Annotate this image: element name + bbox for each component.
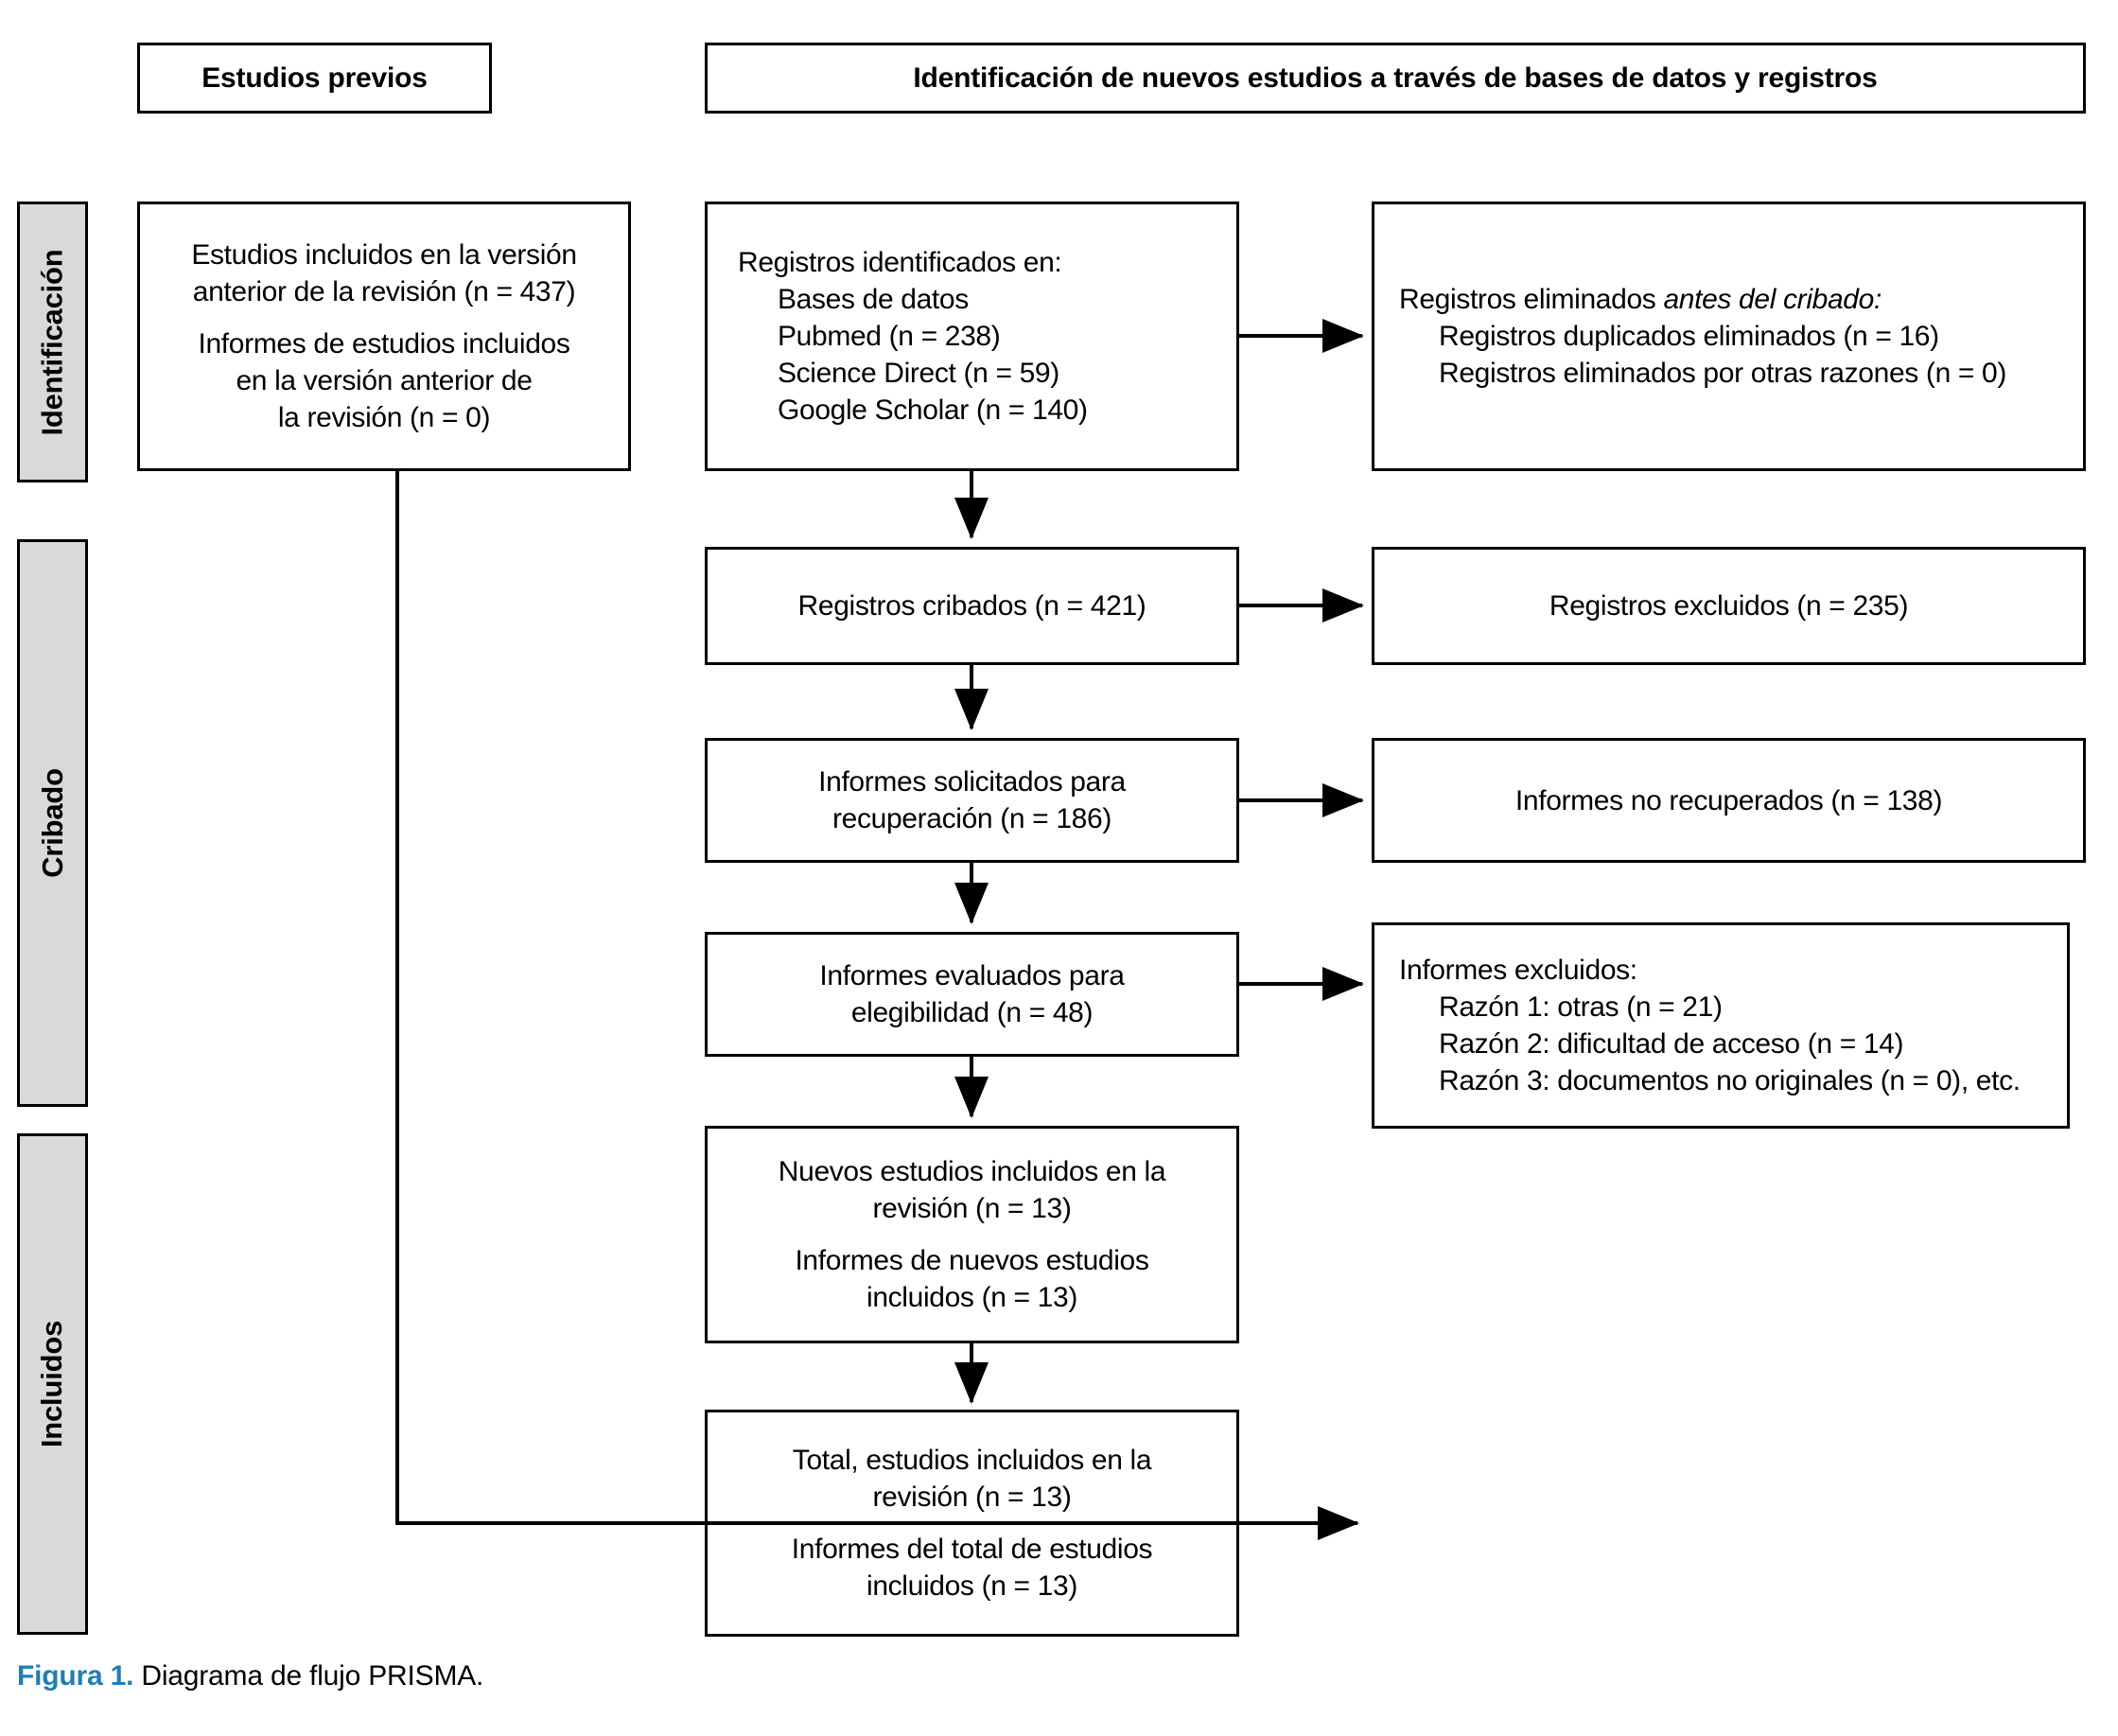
- box-reports-excluded-content: Informes excluidos: Razón 1: otras (n = …: [1374, 946, 2067, 1105]
- reports-assessed-line-1: Informes evaluados para: [819, 960, 1125, 991]
- records-identified-heading: Registros identificados en:: [738, 247, 1062, 278]
- previous-included-line-4: en la versión anterior de: [236, 365, 533, 396]
- records-removed-heading-plain: Registros eliminados: [1399, 284, 1664, 315]
- header-new-identification: Identificación de nuevos estudios a trav…: [705, 43, 2086, 114]
- records-screened-line-1: Registros cribados (n = 421): [797, 590, 1147, 622]
- records-identified-item-3: Science Direct (n = 59): [778, 358, 1059, 389]
- box-reports-sought-content: Informes solicitados para recuperación (…: [708, 758, 1236, 843]
- new-studies-line-2: revisión (n = 13): [872, 1193, 1072, 1224]
- box-reports-assessed-content: Informes evaluados para elegibilidad (n …: [708, 952, 1236, 1037]
- reports-assessed-line-2: elegibilidad (n = 48): [850, 997, 1094, 1028]
- header-previous-studies-text: Estudios previos: [201, 61, 428, 94]
- box-new-studies-included: Nuevos estudios incluidos en la revisión…: [705, 1126, 1239, 1343]
- new-studies-para-2: Informes de nuevos estudios incluidos (n…: [721, 1242, 1223, 1316]
- box-previous-included-studies-content: Estudios incluidos en la versión anterio…: [140, 231, 628, 442]
- total-included-para-1: Total, estudios incluidos en la revisión…: [721, 1442, 1223, 1516]
- total-included-para-2: Informes del total de estudios incluidos…: [721, 1531, 1223, 1604]
- new-studies-line-3: Informes de nuevos estudios: [795, 1245, 1149, 1276]
- stage-label-identificacion: Identificación: [17, 202, 88, 482]
- stage-label-cribado: Cribado: [17, 539, 88, 1107]
- stage-label-incluidos-text: Incluidos: [35, 1320, 69, 1448]
- header-previous-studies: Estudios previos: [137, 43, 492, 114]
- stage-label-identificacion-text: Identificación: [35, 248, 69, 436]
- box-records-screened: Registros cribados (n = 421): [705, 547, 1239, 665]
- records-removed-item-1: Registros duplicados eliminados (n = 16): [1439, 321, 1939, 352]
- new-studies-line-4: incluidos (n = 13): [866, 1282, 1077, 1313]
- reports-sought-line-1: Informes solicitados para: [818, 766, 1126, 798]
- records-removed-item-2: Registros eliminados por otras razones (…: [1439, 358, 2007, 389]
- previous-included-line-5: la revisión (n = 0): [277, 402, 491, 433]
- reports-excluded-item-1: Razón 1: otras (n = 21): [1439, 991, 1723, 1023]
- reports-excluded-heading: Informes excluidos:: [1399, 955, 1637, 986]
- records-removed-heading-italic: antes del cribado:: [1663, 284, 1882, 315]
- box-records-identified-content: Registros identificados en: Bases de dat…: [708, 238, 1236, 434]
- total-included-line-4: incluidos (n = 13): [866, 1570, 1077, 1602]
- records-removed-heading: Registros eliminados antes del cribado:: [1399, 284, 1882, 315]
- stage-label-incluidos: Incluidos: [17, 1133, 88, 1635]
- records-excluded-line-1: Registros excluidos (n = 235): [1549, 590, 1909, 622]
- previous-included-line-1: Estudios incluidos en la versión: [191, 239, 577, 271]
- figure-caption-text: Diagrama de flujo PRISMA.: [133, 1660, 484, 1692]
- reports-not-retrieved-line-1: Informes no recuperados (n = 138): [1514, 784, 1943, 816]
- box-records-removed-content: Registros eliminados antes del cribado: …: [1374, 275, 2083, 397]
- reports-excluded-item-3: Razón 3: documentos no originales (n = 0…: [1439, 1065, 2021, 1096]
- records-identified-item-2: Pubmed (n = 238): [778, 321, 1001, 352]
- box-total-included: Total, estudios incluidos en la revisión…: [705, 1410, 1239, 1637]
- box-reports-sought: Informes solicitados para recuperación (…: [705, 738, 1239, 863]
- box-records-excluded: Registros excluidos (n = 235): [1372, 547, 2086, 665]
- box-records-screened-content: Registros cribados (n = 421): [708, 582, 1236, 630]
- previous-included-para-1: Estudios incluidos en la versión anterio…: [153, 237, 615, 310]
- header-new-identification-text: Identificación de nuevos estudios a trav…: [913, 61, 1878, 94]
- records-identified-item-1: Bases de datos: [778, 284, 969, 315]
- records-identified-item-4: Google Scholar (n = 140): [778, 395, 1088, 426]
- figure-caption: Figura 1. Diagrama de flujo PRISMA.: [17, 1660, 483, 1692]
- new-studies-line-1: Nuevos estudios incluidos en la: [778, 1156, 1166, 1187]
- reports-excluded-item-2: Razón 2: dificultad de acceso (n = 14): [1439, 1028, 1904, 1060]
- new-studies-para-1: Nuevos estudios incluidos en la revisión…: [721, 1153, 1223, 1227]
- box-reports-not-retrieved: Informes no recuperados (n = 138): [1372, 738, 2086, 863]
- box-total-included-content: Total, estudios incluidos en la revisión…: [708, 1436, 1236, 1610]
- box-records-removed: Registros eliminados antes del cribado: …: [1372, 202, 2086, 471]
- reports-sought-line-2: recuperación (n = 186): [832, 803, 1112, 834]
- total-included-line-3: Informes del total de estudios: [791, 1534, 1153, 1565]
- total-included-line-2: revisión (n = 13): [872, 1482, 1072, 1513]
- previous-included-para-2: Informes de estudios incluidos en la ver…: [153, 325, 615, 436]
- box-new-studies-included-content: Nuevos estudios incluidos en la revisión…: [708, 1148, 1236, 1322]
- box-records-excluded-content: Registros excluidos (n = 235): [1374, 582, 2083, 630]
- stage-label-cribado-text: Cribado: [35, 768, 69, 878]
- figure-number: Figura 1.: [17, 1660, 134, 1692]
- previous-included-line-2: anterior de la revisión (n = 437): [192, 276, 576, 307]
- box-previous-included-studies: Estudios incluidos en la versión anterio…: [137, 202, 631, 471]
- box-reports-not-retrieved-content: Informes no recuperados (n = 138): [1374, 777, 2083, 825]
- box-reports-assessed: Informes evaluados para elegibilidad (n …: [705, 932, 1239, 1057]
- total-included-line-1: Total, estudios incluidos en la: [792, 1445, 1152, 1476]
- box-records-identified: Registros identificados en: Bases de dat…: [705, 202, 1239, 471]
- box-reports-excluded: Informes excluidos: Razón 1: otras (n = …: [1372, 922, 2070, 1129]
- previous-included-line-3: Informes de estudios incluidos: [198, 328, 570, 359]
